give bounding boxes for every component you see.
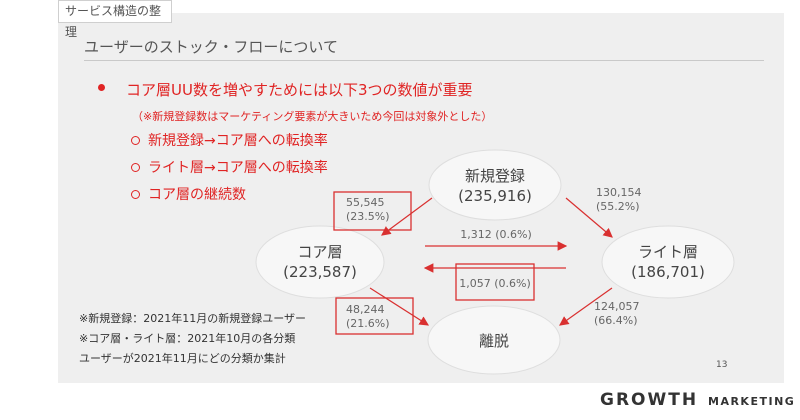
highlight-box-new-to-core (333, 191, 412, 231)
sub-bullet-icon (131, 190, 140, 199)
highlight-box-light-to-core (455, 263, 535, 301)
bullet-dot-icon (98, 84, 105, 91)
node-light-value: (186,701) (631, 263, 705, 281)
node-new (428, 149, 562, 221)
arrow-new-to-light (565, 197, 613, 238)
arrow-light-to-churn (559, 287, 613, 326)
edge-new-to-core-count: 55,545 (346, 196, 385, 209)
slide-title: ユーザーのストック・フローについて (84, 38, 338, 56)
node-new-value: (235,916) (458, 187, 532, 205)
section-tag: サービス構造の整理 (58, 0, 172, 39)
sub-point-3: コア層の継続数 (148, 187, 246, 203)
node-light (601, 225, 735, 299)
footnote-1: ※新規登録：2021年11月の新規登録ユーザー (79, 312, 306, 325)
node-churn-name: 離脱 (479, 332, 509, 350)
sub-point-1: 新規登録→コア層への転換率 (148, 133, 328, 149)
edge-core-to-light-label: 1,312 (0.6%) (460, 228, 532, 241)
highlight-box-core-to-churn (335, 297, 414, 335)
page-number: 13 (716, 360, 728, 370)
footnote-2: ※コア層・ライト層：2021年10月の各分類 (79, 332, 296, 345)
edge-core-to-churn-rate: (21.6%) (346, 317, 390, 330)
brand-logo-sub: MARKETING (708, 395, 796, 408)
brand-logo: GROWTH (600, 390, 699, 410)
arrow-new-to-core (381, 197, 433, 236)
arrow-core-to-churn (369, 287, 430, 326)
edge-new-to-light-count: 130,154 (596, 186, 642, 199)
node-light-name: ライト層 (638, 243, 698, 261)
node-new-name: 新規登録 (465, 167, 525, 185)
main-note: （※新規登録数はマーケティング要素が大きいため今回は対象外とした） (132, 110, 493, 123)
node-churn (427, 305, 561, 375)
sub-bullet-icon (131, 136, 140, 145)
node-core (255, 225, 385, 299)
sub-point-2: ライト層→コア層への転換率 (148, 160, 328, 176)
main-point: コア層UU数を増やすためには以下3つの数値が重要 (126, 81, 473, 99)
edge-light-to-core-label: 1,057 (0.6%) (459, 277, 531, 290)
edge-light-to-churn-rate: (66.4%) (594, 314, 638, 327)
edge-light-to-churn-count: 124,057 (594, 300, 640, 313)
node-core-name: コア層 (297, 243, 342, 261)
edge-new-to-light-rate: (55.2%) (596, 200, 640, 213)
edge-new-to-core-rate: (23.5%) (346, 210, 390, 223)
footnote-3: ユーザーが2021年11月にどの分類か集計 (79, 352, 286, 365)
node-core-value: (223,587) (283, 263, 357, 281)
title-divider (84, 60, 764, 61)
edge-core-to-churn-count: 48,244 (346, 303, 385, 316)
sub-bullet-icon (131, 163, 140, 172)
